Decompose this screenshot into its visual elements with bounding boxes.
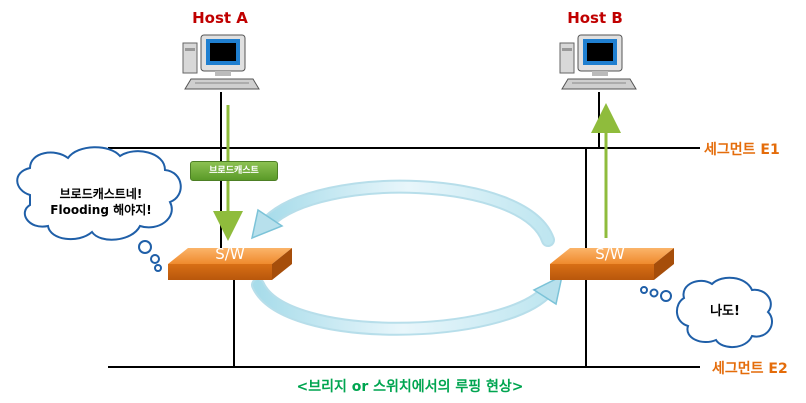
right-thought-cloud [640, 276, 773, 348]
switch-right-label: S/W [595, 245, 625, 263]
left-bubble-text: 브로드캐스트네! Flooding 해야지! [36, 186, 166, 218]
switch-left [168, 248, 292, 280]
host-b-computer-icon [559, 34, 637, 90]
diagram-caption: <브리지 or 스위치에서의 루핑 현상> [296, 379, 524, 395]
left-bubble-line-1: 브로드캐스트네! [59, 187, 143, 201]
loop-arrow-bottom [251, 274, 564, 336]
broadcast-badge: 브로드캐스트 [190, 161, 278, 181]
loop-arrow-top [250, 179, 555, 247]
host-b-label: Host B [567, 9, 623, 27]
right-bubble-text: 나도! [710, 304, 740, 319]
segment-e2-label: 세그먼트 E2 [712, 361, 788, 377]
left-bubble-line-2: Flooding 해야지! [50, 203, 152, 217]
left-thought-cloud [16, 146, 182, 272]
switch-right [550, 248, 674, 280]
segment-e1-label: 세그먼트 E1 [704, 142, 780, 158]
host-a-label: Host A [192, 9, 248, 27]
switch-left-label: S/W [215, 245, 245, 263]
host-a-computer-icon [182, 34, 260, 90]
